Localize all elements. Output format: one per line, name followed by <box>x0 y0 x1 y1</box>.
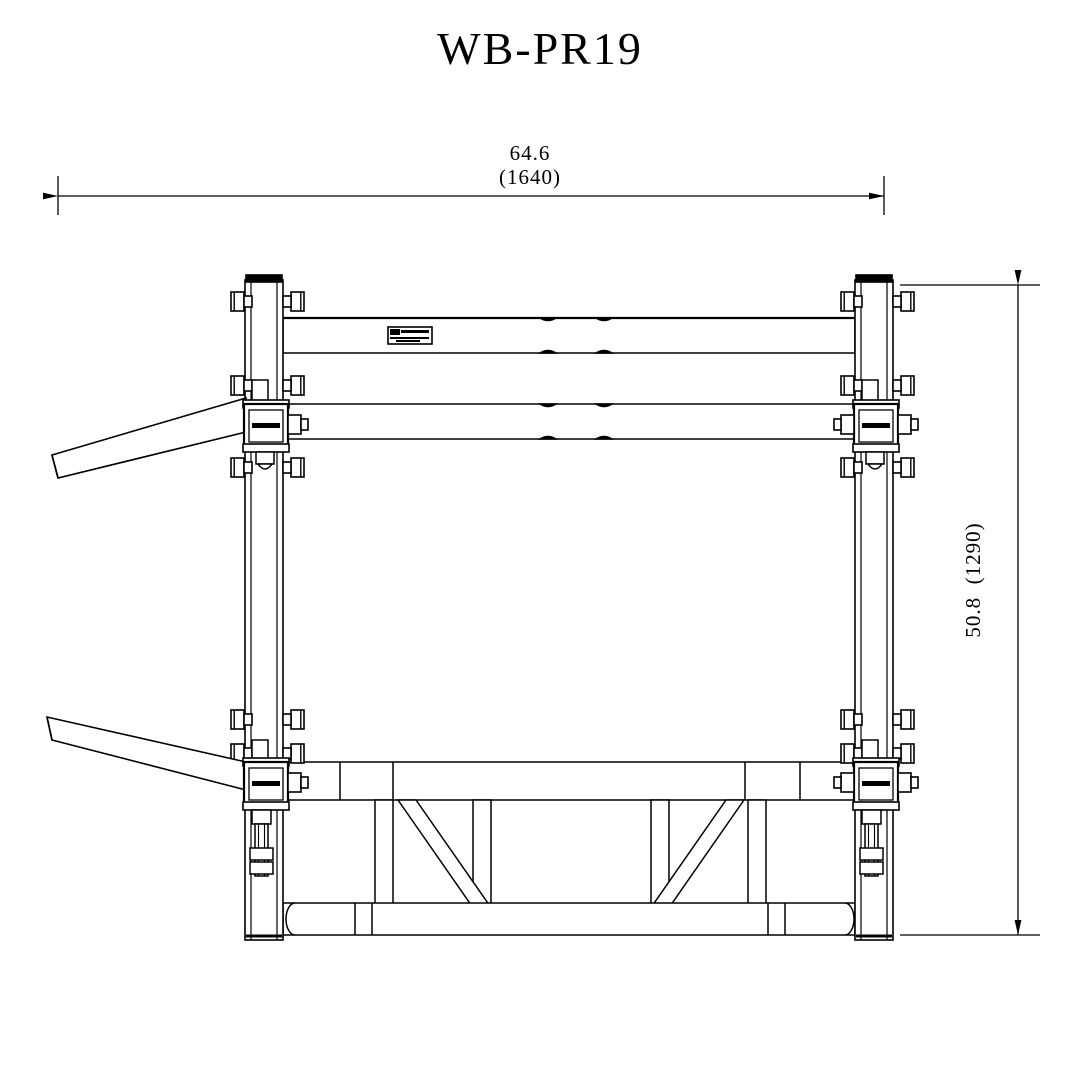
left-lower-bracket <box>242 739 309 811</box>
right-adjuster-rod <box>859 809 884 877</box>
upper-rail-welds <box>537 317 615 354</box>
middle-rail <box>282 403 856 440</box>
width-dimension-mm: (1640) <box>499 164 561 189</box>
bottom-deck-beam <box>282 761 856 801</box>
left-adjuster-rod <box>249 809 274 877</box>
lower-left-arm <box>45 715 247 792</box>
page-title: WB-PR19 <box>437 23 643 74</box>
width-dimension-inch: 64.6 <box>509 141 551 165</box>
bottom-cross-tube <box>282 902 856 936</box>
truss-diagonal-braces <box>396 799 746 916</box>
rail-sticker-label <box>387 326 433 345</box>
left-upper-bracket <box>242 379 309 470</box>
height-dimension-line <box>900 270 1040 936</box>
right-upper-bracket <box>833 379 919 470</box>
right-lower-bracket <box>833 739 919 811</box>
width-dimension-line <box>43 176 885 215</box>
middle-rail-welds <box>537 403 615 440</box>
upper-left-arm <box>51 396 247 479</box>
width-dimension-label: 64.6(1640) <box>430 141 630 189</box>
upper-rail <box>282 316 856 354</box>
